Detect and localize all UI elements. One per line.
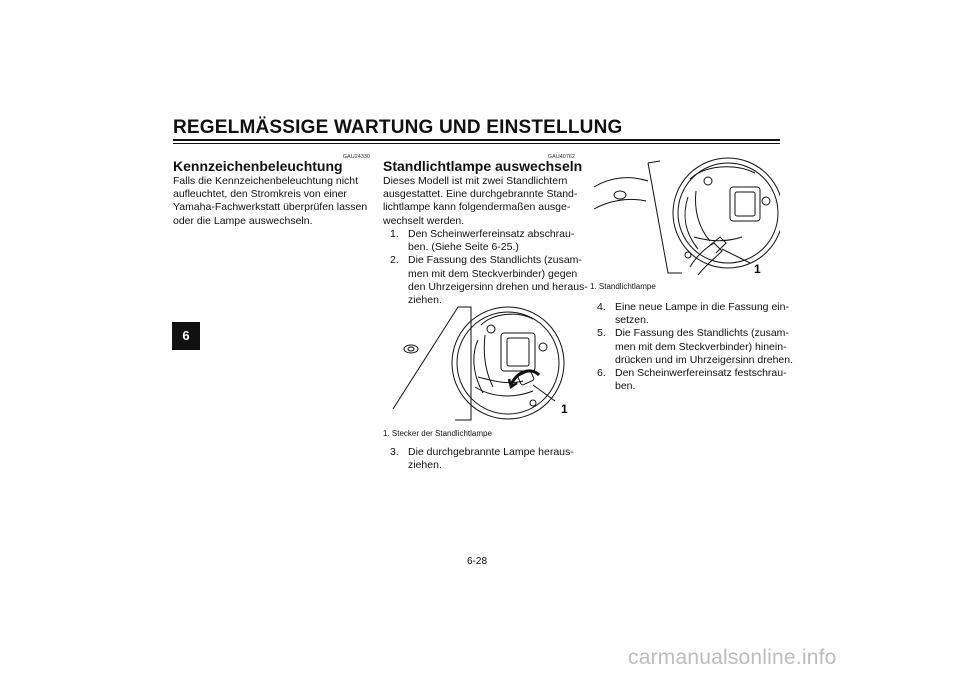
step-item: 3. Die durchgebrannte Lampe heraus- zieh… [390, 446, 590, 472]
header-rule-thin [173, 143, 780, 144]
step-line: Den Scheinwerfereinsatz festschrau- [615, 367, 787, 380]
step-line: Die Fassung des Standlichts (zusam- [408, 254, 582, 267]
middle-intro-text: Dieses Modell ist mit zwei Standlichtern… [383, 175, 583, 228]
step-number: 6. [597, 367, 606, 380]
callout-number: 1 [561, 402, 568, 416]
text-line: ausgestattet. Eine durchgebrannte Stand- [383, 188, 578, 201]
text-line: wechselt werden. [383, 214, 465, 227]
step-number: 5. [597, 327, 606, 340]
section-code: GAU24330 [342, 154, 370, 160]
step-item: 2. Die Fassung des Standlichts (zusam- m… [390, 254, 590, 307]
chapter-tab: 6 [172, 322, 200, 350]
steps-list-2: 3. Die durchgebrannte Lampe heraus- zieh… [390, 446, 590, 472]
step-line: ziehen. [408, 459, 442, 472]
step-item: 4. Eine neue Lampe in die Fassung ein- s… [597, 301, 797, 327]
step-item: 6. Den Scheinwerfereinsatz festschrau- b… [597, 367, 797, 393]
step-line: den Uhrzeigersinn drehen und heraus- [408, 280, 588, 293]
headlight-bulb-drawing: 1 [593, 157, 780, 276]
figure-bulb-illustration: 1 [590, 157, 780, 279]
section-heading-license-light: Kennzeichenbeleuchtung [173, 158, 343, 174]
step-line: drücken und im Uhrzeigersinn drehen. [615, 353, 794, 366]
section-heading-parking-light: Standlichtlampe auswechseln [383, 158, 583, 174]
step-line: men mit dem Steckverbinder) gegen [408, 267, 578, 280]
section-code: GAU40762 [547, 154, 575, 160]
text-line: Yamaha-Fachwerkstatt überprüfen lassen [173, 201, 368, 214]
text-line: oder die Lampe auswechseln. [173, 214, 313, 227]
steps-list-1: 1. Den Scheinwerfereinsatz abschrau- ben… [390, 228, 590, 307]
headlight-connector-drawing: 1 [392, 306, 568, 421]
step-item: 5. Die Fassung des Standlichts (zusam- m… [597, 327, 797, 367]
step-line: setzen. [615, 314, 649, 327]
text-line: Falls die Kennzeichenbeleuchtung nicht [173, 175, 359, 187]
figure-connector-illustration: 1 [383, 305, 583, 423]
step-line: ben. (Siehe Seite 6-25.) [408, 241, 519, 254]
callout-number: 1 [754, 262, 761, 276]
step-number: 3. [390, 446, 399, 458]
figure-caption: 1. Stecker der Standlichtlampe [383, 429, 492, 438]
text-line: lichtlampe kann folgendermaßen ausge- [383, 201, 571, 214]
step-line: ben. [615, 380, 636, 393]
step-line: Den Scheinwerfereinsatz abschrau- [408, 228, 575, 240]
left-body-text: Falls die Kennzeichenbeleuchtung nicht a… [173, 175, 373, 228]
step-line: men mit dem Steckverbinder) hinein- [615, 340, 787, 353]
text-line: Dieses Modell ist mit zwei Standlichtern [383, 175, 568, 187]
step-number: 1. [390, 228, 399, 240]
step-number: 2. [390, 254, 399, 267]
step-line: Eine neue Lampe in die Fassung ein- [615, 301, 789, 313]
step-line: ziehen. [408, 294, 442, 307]
page-number: 6-28 [467, 556, 488, 567]
page-title: REGELMÄSSIGE WARTUNG UND EINSTELLUNG [173, 117, 623, 138]
figure-caption: 1. Standlichtlampe [590, 282, 656, 291]
header-rule [173, 139, 780, 141]
step-line: Die Fassung des Standlichts (zusam- [615, 327, 789, 340]
step-item: 1. Den Scheinwerfereinsatz abschrau- ben… [390, 228, 590, 254]
text-line: aufleuchtet, den Stromkreis von einer [173, 188, 347, 201]
step-number: 4. [597, 301, 606, 313]
step-line: Die durchgebrannte Lampe heraus- [408, 446, 574, 458]
watermark: carmanualsonline.info [628, 646, 837, 669]
steps-list-3: 4. Eine neue Lampe in die Fassung ein- s… [597, 301, 797, 393]
